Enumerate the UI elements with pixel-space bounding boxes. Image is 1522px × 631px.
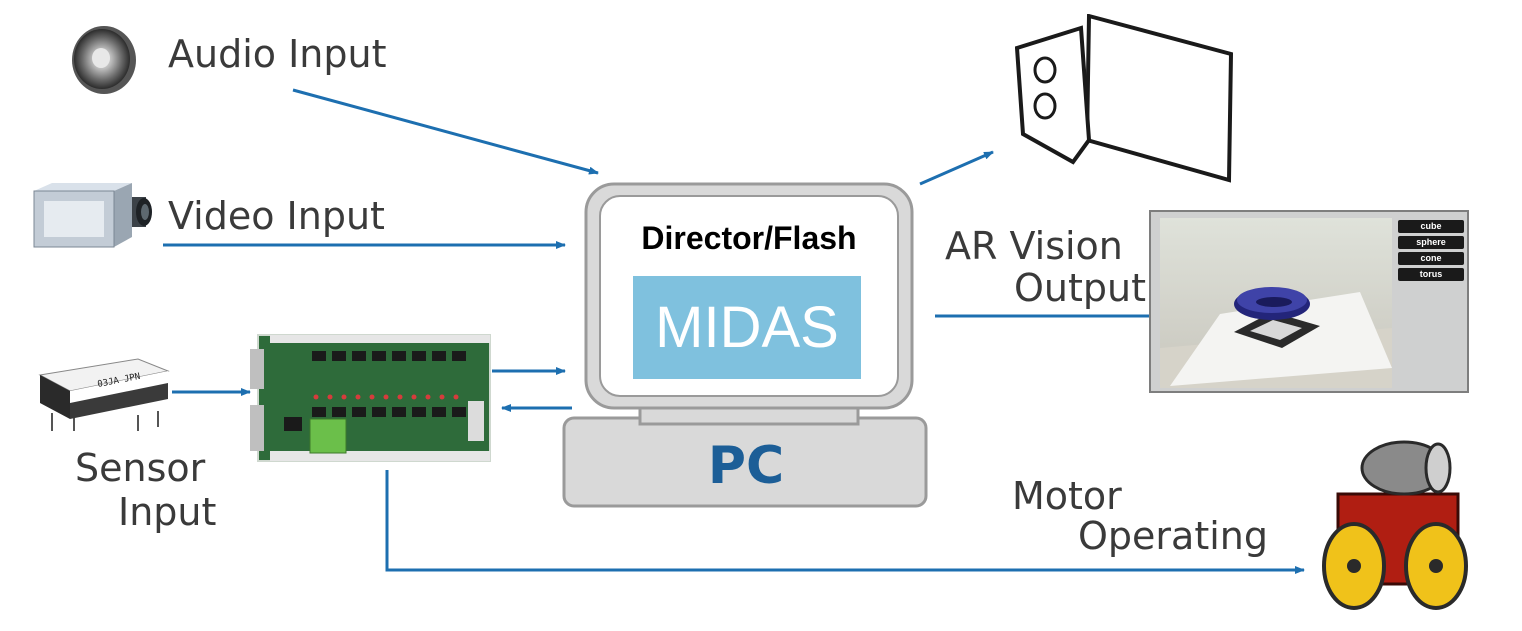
speaker-icon <box>72 26 136 94</box>
projector-screen-image <box>1015 14 1234 183</box>
ar-vision-label-line2: Output <box>1014 266 1146 310</box>
pc-label: PC <box>707 436 785 496</box>
software-label: Director/Flash <box>641 220 857 256</box>
torus-button[interactable]: torus <box>1398 268 1464 281</box>
sensor-input-label-line1: Sensor <box>75 446 206 490</box>
video-input-label: Video Input <box>168 194 385 238</box>
ar-scene-image <box>1160 218 1392 388</box>
ar-vision-panel: cube sphere cone torus <box>1149 210 1469 393</box>
motor-operating-label-line2: Operating <box>1078 514 1268 558</box>
circuit-board-image <box>250 334 491 462</box>
motor-robot-image <box>1322 440 1468 610</box>
camera-icon <box>33 183 152 248</box>
motor-arrow <box>385 470 1305 574</box>
midas-badge: MIDAS <box>633 276 861 379</box>
motor-operating-label-line1: Motor <box>1012 474 1122 518</box>
sphere-button[interactable]: sphere <box>1398 236 1464 249</box>
sensor-input-label-line2: Input <box>118 490 217 534</box>
projector-arrow <box>919 150 994 186</box>
audio-input-label: Audio Input <box>168 32 387 76</box>
sensor-chip-icon: 03JA JPN <box>38 358 170 431</box>
cone-button[interactable]: cone <box>1398 252 1464 265</box>
cube-button[interactable]: cube <box>1398 220 1464 233</box>
ar-vision-label-line1: AR Vision <box>945 224 1123 268</box>
audio-arrow <box>292 88 599 175</box>
